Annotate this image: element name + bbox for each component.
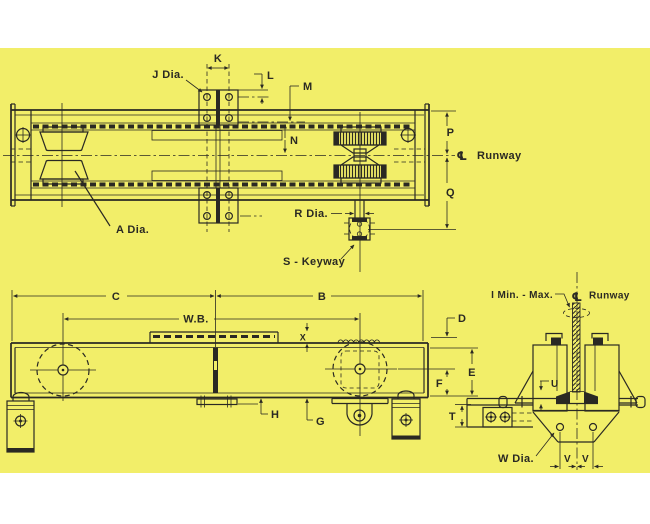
dim-label-p: P — [447, 127, 455, 139]
yellow-canvas — [0, 48, 650, 473]
elevation-view-linework — [6, 290, 429, 453]
centerline-symbol-end: ℄ — [571, 290, 582, 304]
label-runway-plan: Runway — [477, 150, 522, 162]
dim-label-u: U — [551, 379, 559, 390]
dim-label-m: M — [303, 81, 313, 93]
dim-label-v-left: V — [564, 454, 571, 465]
elevation-view-labels: C B W.B. X D E F H G — [112, 291, 476, 428]
dim-label-e: E — [468, 367, 476, 379]
dim-label-h: H — [271, 409, 279, 421]
label-runway-end: Runway — [589, 291, 630, 302]
dim-label-l: L — [267, 70, 274, 82]
centerline-symbol-plan: ℄ — [456, 149, 467, 163]
plan-view-dimensions — [185, 66, 456, 260]
dim-label-b: B — [318, 291, 326, 303]
dim-label-v-right: V — [582, 454, 589, 465]
label-i-min-max: I Min. - Max. — [491, 290, 553, 301]
dim-label-x: X — [300, 333, 306, 343]
dim-label-k: K — [214, 53, 222, 65]
label-r-dia: R Dia. — [294, 208, 328, 220]
dim-label-q: Q — [446, 187, 455, 199]
dim-label-t: T — [449, 411, 456, 423]
dim-label-wb: W.B. — [183, 314, 208, 326]
dim-label-c: C — [112, 291, 120, 303]
plan-view-labels: K J Dia. L M N P Q ℄ Runway A Dia. R Dia… — [116, 53, 522, 268]
dim-label-g: G — [316, 416, 325, 428]
plan-view-linework — [3, 64, 455, 272]
end-view-linework — [466, 272, 646, 470]
label-j-dia: J Dia. — [152, 69, 184, 81]
dim-label-d: D — [458, 313, 466, 325]
label-s-keyway: S - Keyway — [283, 256, 346, 268]
end-view-dimensions — [455, 293, 603, 469]
elevation-view-dimensions — [11, 290, 478, 421]
label-a-dia: A Dia. — [116, 224, 149, 236]
dim-label-n: N — [290, 135, 298, 147]
dim-label-f: F — [436, 378, 443, 390]
label-w-dia: W Dia. — [498, 453, 534, 465]
end-view-labels: I Min. - Max. ℄ Runway U T W Dia. V V — [449, 290, 630, 465]
